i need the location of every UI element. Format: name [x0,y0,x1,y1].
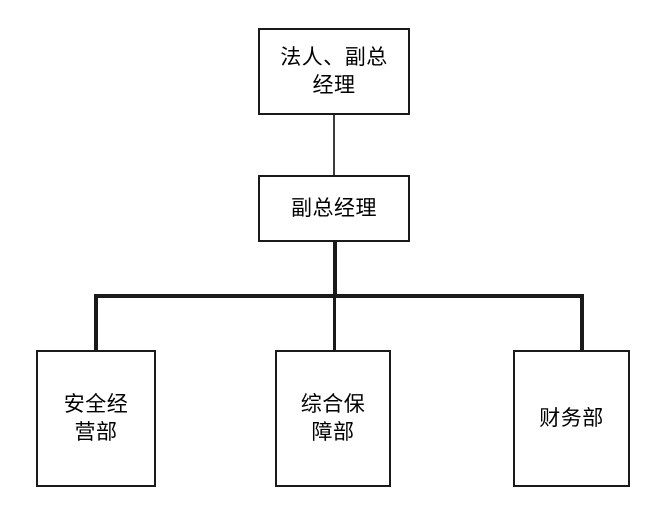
org-node-finance-dept[interactable]: 财务部 [513,350,630,487]
org-node-comprehensive-support-dept[interactable]: 综合保 障部 [275,350,391,487]
org-node-safety-operations-dept[interactable]: 安全经 营部 [36,350,156,487]
connector-horizontal-bus [94,294,584,298]
connector-bus-to-finance [580,294,584,350]
connector-ceo-to-deputy [333,115,335,175]
connector-bus-to-support [333,294,336,350]
org-node-legal-person-deputy-gm[interactable]: 法人、副总 经理 [258,28,410,115]
connector-bus-to-safety [94,294,98,350]
org-node-deputy-general-manager[interactable]: 副总经理 [258,175,410,242]
connector-deputy-to-bus [333,242,337,298]
